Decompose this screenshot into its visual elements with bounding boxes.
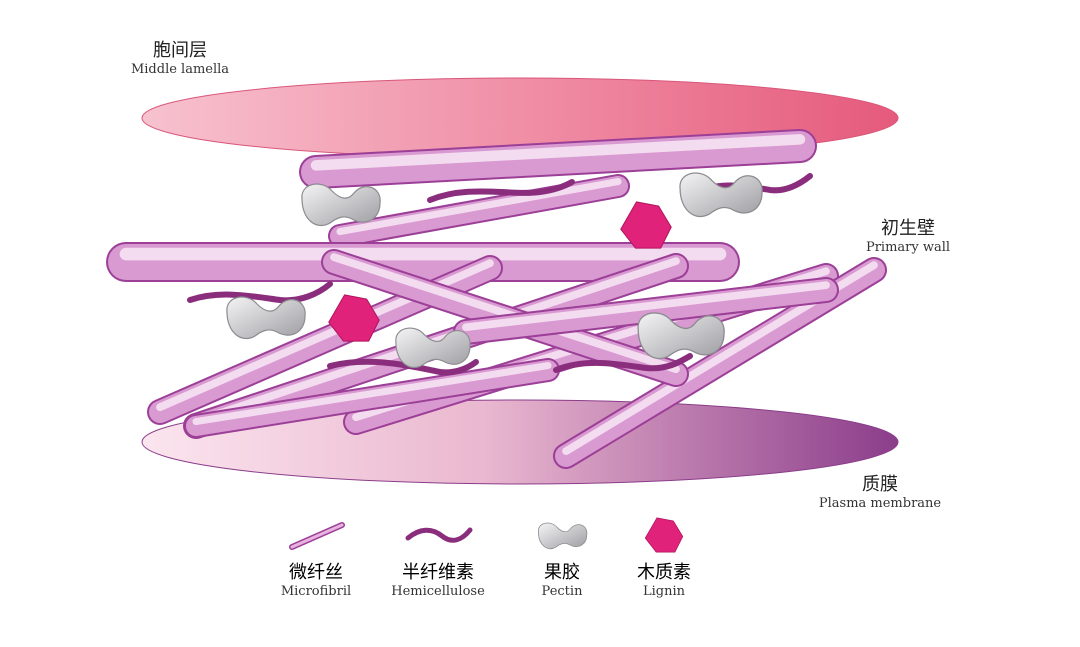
legend-lignin-zh: 木质素 — [637, 562, 691, 583]
hemicellulose-strand — [327, 358, 479, 376]
legend-item-hemicellulose: 半纤维素 Hemicellulose — [368, 562, 508, 600]
microfibril — [184, 358, 560, 438]
plasma-membrane-zh: 质膜 — [862, 474, 898, 495]
plasma-membrane-en: Plasma membrane — [818, 496, 942, 511]
legend-item-pectin: 果胶 Pectin — [492, 562, 632, 600]
hemicellulose-strand — [553, 353, 693, 373]
legend-pectin-zh: 果胶 — [544, 562, 580, 583]
plasma-membrane-disc — [141, 399, 899, 485]
hemicellulose-strand — [187, 281, 333, 304]
legend-item-microfibril: 微纤丝 Microfibril — [246, 562, 386, 600]
legend-hemicellulose-en: Hemicellulose — [391, 584, 485, 599]
microfibril-network — [106, 129, 887, 469]
microfibril-icon — [289, 522, 345, 550]
primary-wall-zh: 初生壁 — [881, 218, 935, 239]
legend-microfibril-zh: 微纤丝 — [289, 562, 343, 583]
primary-wall-label: 初生壁 Primary wall — [848, 218, 968, 256]
pectin-icon — [537, 522, 588, 550]
legend-item-lignin: 木质素 Lignin — [594, 562, 734, 600]
microfibril — [453, 277, 839, 345]
hemicellulose-icon — [405, 527, 473, 543]
lignin-hexagon — [620, 201, 672, 249]
lignin-icon — [644, 517, 684, 553]
legend-hemicellulose-zh: 半纤维素 — [402, 562, 474, 583]
microfibril — [299, 129, 817, 189]
pectin-blob — [679, 172, 763, 218]
pectin-blob — [226, 296, 306, 340]
middle-lamella-zh: 胞间层 — [153, 40, 207, 61]
legend-microfibril-en: Microfibril — [280, 584, 352, 599]
pectin-blob — [301, 183, 381, 227]
microfibril — [328, 174, 630, 248]
middle-lamella-label: 胞间层 Middle lamella — [120, 40, 240, 78]
legend-lignin-en: Lignin — [642, 584, 685, 599]
plasma-membrane-label: 质膜 Plasma membrane — [800, 474, 960, 512]
middle-lamella-en: Middle lamella — [130, 62, 230, 77]
microfibril — [106, 242, 740, 282]
hemicellulose-strand — [427, 179, 575, 203]
primary-wall-en: Primary wall — [865, 240, 951, 255]
legend-pectin-en: Pectin — [541, 584, 583, 599]
